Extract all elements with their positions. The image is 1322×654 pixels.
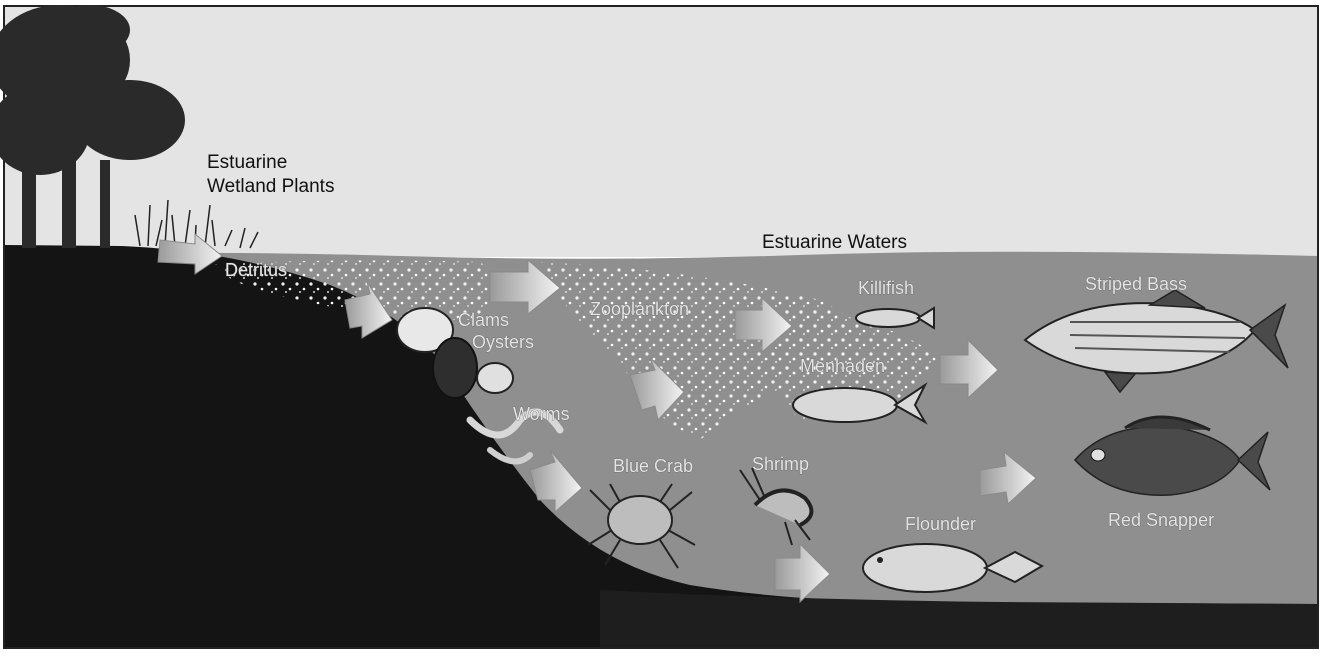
label-worms: Worms <box>513 404 570 424</box>
label-clams: Clams <box>458 310 509 330</box>
label-flounder: Flounder <box>905 514 976 534</box>
label-wetland-line2: Wetland Plants <box>207 176 334 197</box>
label-red-snapper: Red Snapper <box>1108 510 1214 530</box>
label-detritus: Detritus <box>225 260 287 280</box>
sky <box>5 7 1317 257</box>
label-wetland-line1: Estuarine <box>207 152 287 173</box>
label-striped-bass: Striped Bass <box>1085 274 1187 294</box>
label-oysters: Oysters <box>472 332 534 352</box>
label-menhaden: Menhaden <box>800 356 885 376</box>
label-killifish: Killifish <box>858 278 914 298</box>
label-shrimp: Shrimp <box>752 454 809 474</box>
label-blue-crab: Blue Crab <box>613 456 693 476</box>
label-estuarine-waters: Estuarine Waters <box>762 232 907 253</box>
label-zooplankton: Zooplankton <box>590 299 689 319</box>
